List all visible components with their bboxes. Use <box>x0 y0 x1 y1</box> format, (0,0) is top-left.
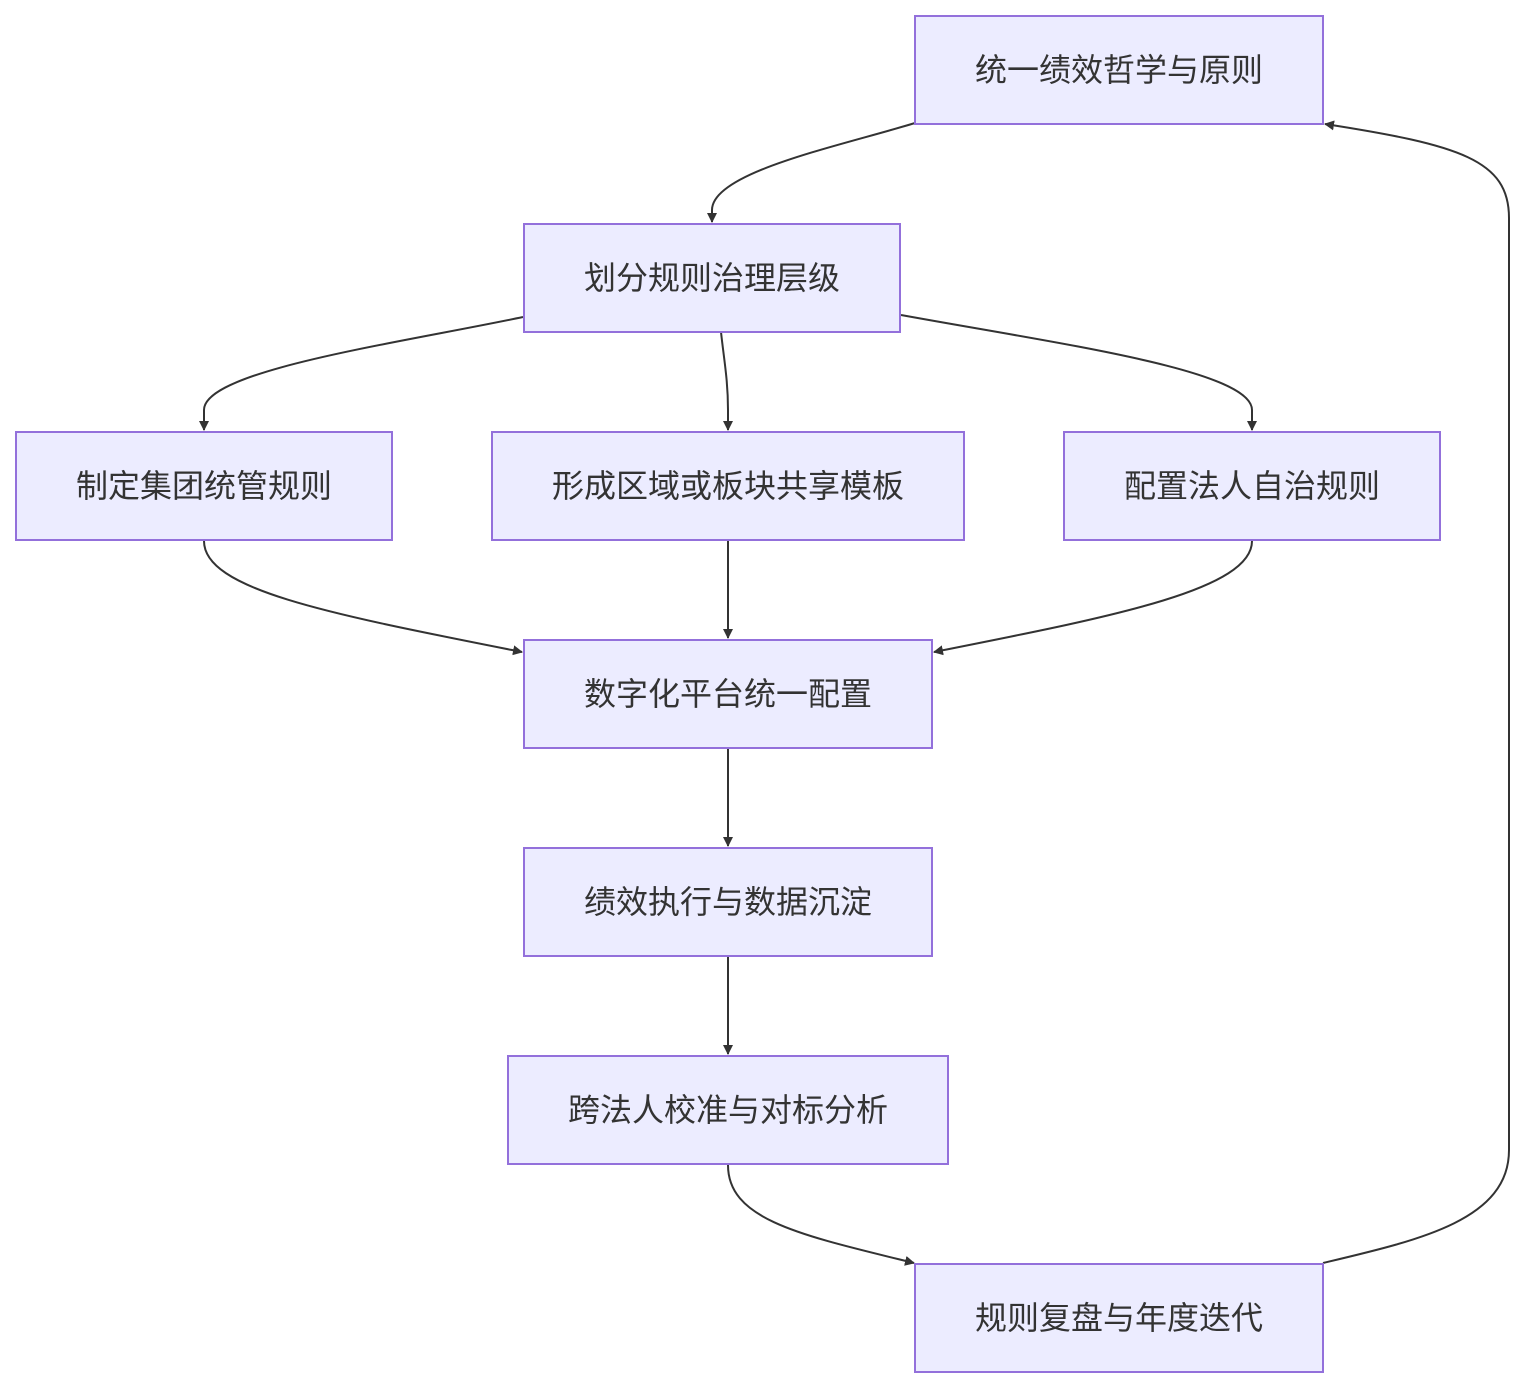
node-label: 形成区域或板块共享模板 <box>551 467 904 505</box>
node-label: 跨法人校准与对标分析 <box>567 1091 888 1129</box>
edge-n9-n1 <box>1322 120 1510 1264</box>
node-review-iteration: 规则复盘与年度迭代 <box>914 1263 1324 1373</box>
node-unified-philosophy: 统一绩效哲学与原则 <box>914 15 1324 125</box>
node-label: 配置法人自治规则 <box>1123 467 1380 505</box>
node-governance-levels: 划分规则治理层级 <box>523 223 901 333</box>
node-label: 划分规则治理层级 <box>583 259 840 297</box>
node-label: 数字化平台统一配置 <box>583 675 872 713</box>
edge-n8-n9 <box>727 1164 915 1266</box>
node-label: 规则复盘与年度迭代 <box>974 1299 1263 1337</box>
edge-n1-n2 <box>707 122 916 223</box>
edge-n2-n3 <box>199 316 524 431</box>
edge-n2-n4 <box>720 331 733 431</box>
node-digital-platform: 数字化平台统一配置 <box>523 639 933 749</box>
edge-n2-n5 <box>900 314 1257 431</box>
node-calibration-benchmark: 跨法人校准与对标分析 <box>507 1055 949 1165</box>
node-execution-data: 绩效执行与数据沉淀 <box>523 847 933 957</box>
node-group-rules: 制定集团统管规则 <box>15 431 393 541</box>
edge-n5-n6 <box>933 540 1253 656</box>
node-label: 绩效执行与数据沉淀 <box>583 883 872 921</box>
node-entity-rules: 配置法人自治规则 <box>1063 431 1441 541</box>
edge-n3-n6 <box>203 540 523 656</box>
node-shared-templates: 形成区域或板块共享模板 <box>491 431 965 541</box>
node-label: 制定集团统管规则 <box>75 467 332 505</box>
node-label: 统一绩效哲学与原则 <box>974 51 1263 89</box>
